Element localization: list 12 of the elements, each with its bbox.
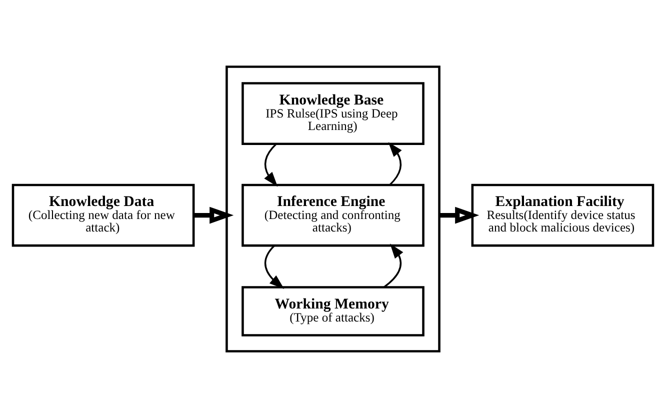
arrow — [264, 144, 278, 187]
node-box: Inference Engine (Detecting and confronting attacks) — [242, 184, 424, 247]
node-box: Knowledge Data (Collecting new data for new attack) — [12, 184, 195, 247]
node-box: Working Memory (Type of attacks) — [242, 286, 424, 336]
arrow — [383, 244, 404, 288]
node-box: Explanation Facility Results(Identify device status and block malicious devices) — [471, 184, 654, 247]
arrow — [388, 142, 402, 186]
arrow — [194, 206, 234, 224]
arrow — [264, 245, 284, 289]
cluster — [226, 66, 440, 352]
node-box: Knowledge Base IPS Rulse(IPS using Deep Learning) — [242, 82, 424, 145]
arrow — [439, 206, 480, 224]
